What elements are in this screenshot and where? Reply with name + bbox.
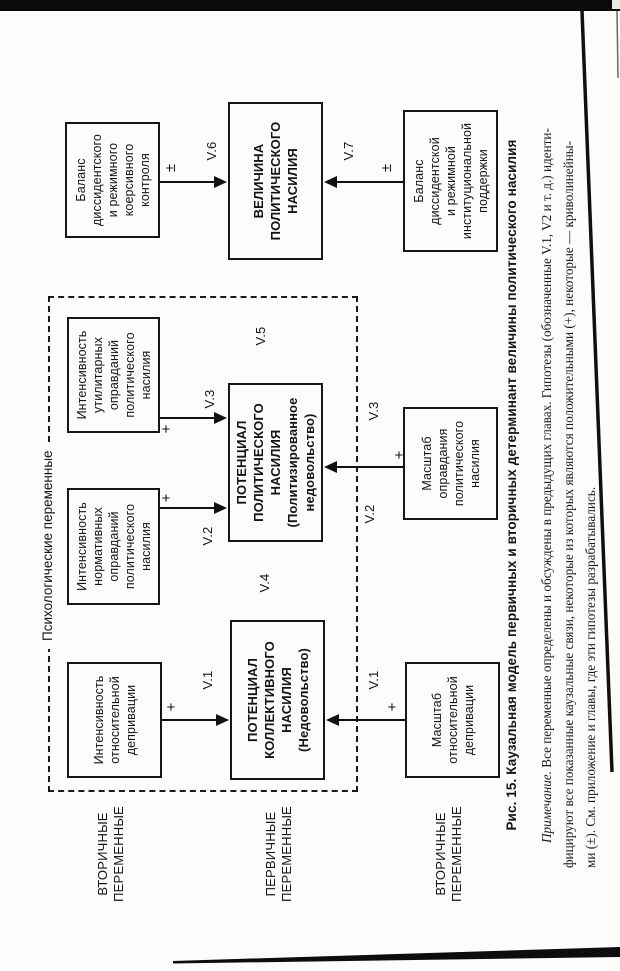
sign-plus-norm: + <box>158 493 175 503</box>
hypothesis-v4: V.4 <box>257 573 272 593</box>
sign-plusminus-institutional: ± <box>378 163 395 173</box>
hypothesis-v5: V.5 <box>253 326 268 346</box>
note-line-1: Примечание. Все переменные определены и … <box>539 128 554 843</box>
arrow-justscale-to-political <box>336 466 403 468</box>
box-coercive-control-balance: Баланс диссидентского и режимного коерси… <box>65 122 160 238</box>
note-label: Примечание. <box>539 771 554 843</box>
hypothesis-v3-upper: V.3 <box>202 389 217 409</box>
figure-caption-number: Рис. 15. <box>504 778 519 831</box>
box-normative-justifications-intensity: Интенсивность нормативных оправданий пол… <box>67 488 160 605</box>
hypothesis-v2-upper: V.2 <box>200 526 215 546</box>
hypothesis-v3-lower: V.3 <box>366 401 381 421</box>
hypothesis-v1-lower: V.1 <box>366 670 381 690</box>
arrow-institutional-to-magnitude <box>336 181 403 183</box>
figure-caption: Рис. 15. Каузальная модель первичных и в… <box>504 97 519 873</box>
figure-note: Примечание. Все переменные определены и … <box>536 96 602 868</box>
sign-plus-util: + <box>158 424 175 434</box>
box-political-violence-magnitude: ВЕЛИЧИНА ПОЛИТИЧЕСКОГО НАСИЛИЯ <box>228 102 323 260</box>
arrow-depscale-to-collective <box>338 719 405 721</box>
note-line-2: фицируют все показанные каузальные связи… <box>561 140 576 868</box>
sign-plus-dep-scale: + <box>384 702 401 712</box>
hypothesis-v7: V.7 <box>341 141 356 161</box>
hypothesis-v6: V.6 <box>204 141 219 161</box>
row-label-primary: ПЕРВИЧНЫЕ ПЕРЕМЕННЫЕ <box>263 806 294 902</box>
sign-plusminus-coercive: ± <box>162 163 179 173</box>
hypothesis-v2-lower: V.2 <box>362 504 377 524</box>
box-relative-deprivation-scale: Масштаб относительной депривации <box>405 662 500 778</box>
note-line-3: ми (±). См. приложение и главы, где эти … <box>583 486 598 868</box>
arrow-deprivation-to-collective <box>162 719 217 721</box>
row-label-secondary-top: ВТОРИЧНЫЕ ПЕРЕМЕННЫЕ <box>95 806 126 902</box>
box-justification-scale: Масштаб оправдания политического насилия <box>403 407 498 520</box>
box-political-violence-potential: ПОТЕНЦИАЛ ПОЛИТИЧЕСКОГО НАСИЛИЯ (Политиз… <box>228 383 323 542</box>
box-relative-deprivation-intensity: Интенсивность относительной депривации <box>67 662 162 778</box>
arrow-normative-to-political <box>160 507 215 509</box>
psychological-variables-label: Психологические переменные <box>40 442 55 649</box>
arrow-coercive-to-magnitude <box>160 181 215 183</box>
figure-caption-text: Каузальная модель первичных и вторичных … <box>504 139 519 775</box>
box-institutional-support-balance: Баланс диссидентской и режимной институц… <box>403 110 498 252</box>
sign-plus-rel-dep: + <box>163 702 180 712</box>
sign-plus-just-scale: + <box>391 450 408 460</box>
box-utilitarian-justifications-intensity: Интенсивность утилитарных оправданий пол… <box>67 317 160 433</box>
hypothesis-v1-upper: V.1 <box>200 670 215 690</box>
box-collective-violence-potential: ПОТЕНЦИАЛ КОЛЛЕКТИВНОГО НАСИЛИЯ (Недовол… <box>230 620 325 780</box>
row-label-secondary-bottom: ВТОРИЧНЫЕ ПЕРЕМЕННЫЕ <box>433 806 464 902</box>
arrow-utilitarian-to-political <box>160 417 215 419</box>
